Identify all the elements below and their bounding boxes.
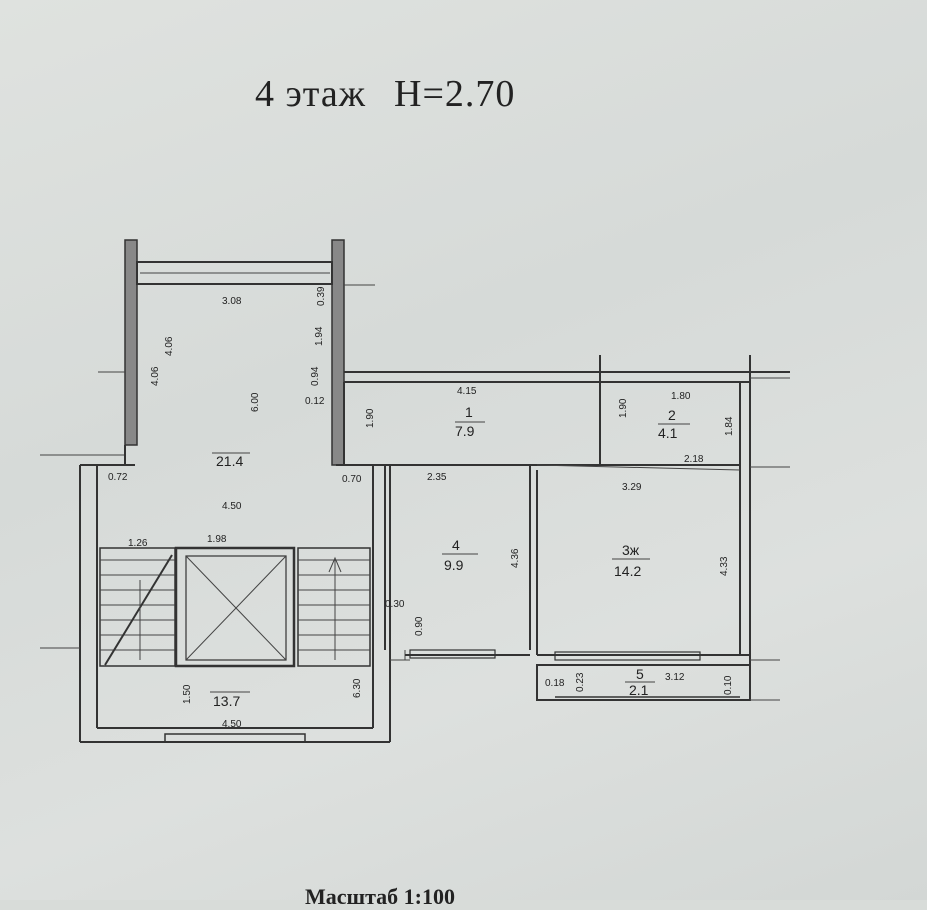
dim-1-90-a: 1.90 [365,408,376,428]
balcony [536,664,751,701]
apartment-walls [343,355,790,701]
room-5-area: 2.1 [629,682,649,698]
ceiling-height: H=2.70 [394,73,516,115]
dimension-labels: 3.08 0.39 1.94 4.06 4.06 0.94 0.12 6.00 … [108,286,735,730]
stair-hall-area: 13.7 [213,693,240,709]
dim-1-50: 1.50 [182,684,193,704]
dim-1-26: 1.26 [128,538,148,549]
dim-4-06-a: 4.06 [164,336,175,356]
dim-0-39: 0.39 [316,286,327,306]
dim-1-90-b: 1.90 [618,398,629,418]
room-1-number: 1 [465,404,473,420]
hall-window [164,733,306,743]
dim-3-12: 3.12 [665,672,685,683]
room-3-number: 3ж [622,542,640,558]
window-room-3 [554,651,701,661]
dim-1-84: 1.84 [724,416,735,436]
dim-6-00: 6.00 [250,392,261,412]
dim-0-12: 0.12 [305,396,325,407]
dim-2-35: 2.35 [427,472,447,483]
dim-0-70: 0.70 [342,474,362,485]
room-4-number: 4 [452,537,460,553]
dim-0-18: 0.18 [545,678,565,689]
dim-1-94: 1.94 [314,326,325,346]
dim-0-72: 0.72 [108,472,128,483]
floor-label: 4 этаж [255,73,367,115]
dim-4-06-b: 4.06 [150,366,161,386]
dim-6-30: 6.30 [352,678,363,698]
room-2-number: 2 [668,407,676,423]
dim-3-08: 3.08 [222,296,242,307]
dim-4-33: 4.33 [719,556,730,576]
hall-area: 21.4 [216,453,243,469]
dim-0-94: 0.94 [310,366,321,386]
room-2-area: 4.1 [658,425,678,441]
room-4-area: 9.9 [444,557,464,573]
staircase [99,547,371,667]
dim-4-36: 4.36 [510,548,521,568]
dim-1-80: 1.80 [671,391,691,402]
dim-0-90: 0.90 [414,616,425,636]
room-1-area: 7.9 [455,423,475,439]
room-labels: 1 7.9 2 4.1 3ж 14.2 4 9.9 5 2.1 21.4 13.… [210,404,690,709]
dim-0-10: 0.10 [723,675,734,695]
stair-hall-walls [40,464,410,743]
scale-label: Масштаб 1:100 [305,884,456,909]
dim-0-23: 0.23 [575,672,586,692]
dim-0-30: 0.30 [385,599,405,610]
room-3-area: 14.2 [614,563,641,579]
floor-title: 4 этаж H=2.70 [255,72,543,116]
window-room-4 [409,649,496,659]
dim-1-98: 1.98 [207,534,227,545]
dim-4-50-b: 4.50 [222,719,242,730]
dim-2-18: 2.18 [684,454,704,465]
dim-3-29: 3.29 [622,482,642,493]
elevator-shaft [174,546,296,668]
dim-4-15: 4.15 [457,386,477,397]
hall-walls [40,239,375,466]
dim-4-50-a: 4.50 [222,501,242,512]
room-5-number: 5 [636,666,644,682]
